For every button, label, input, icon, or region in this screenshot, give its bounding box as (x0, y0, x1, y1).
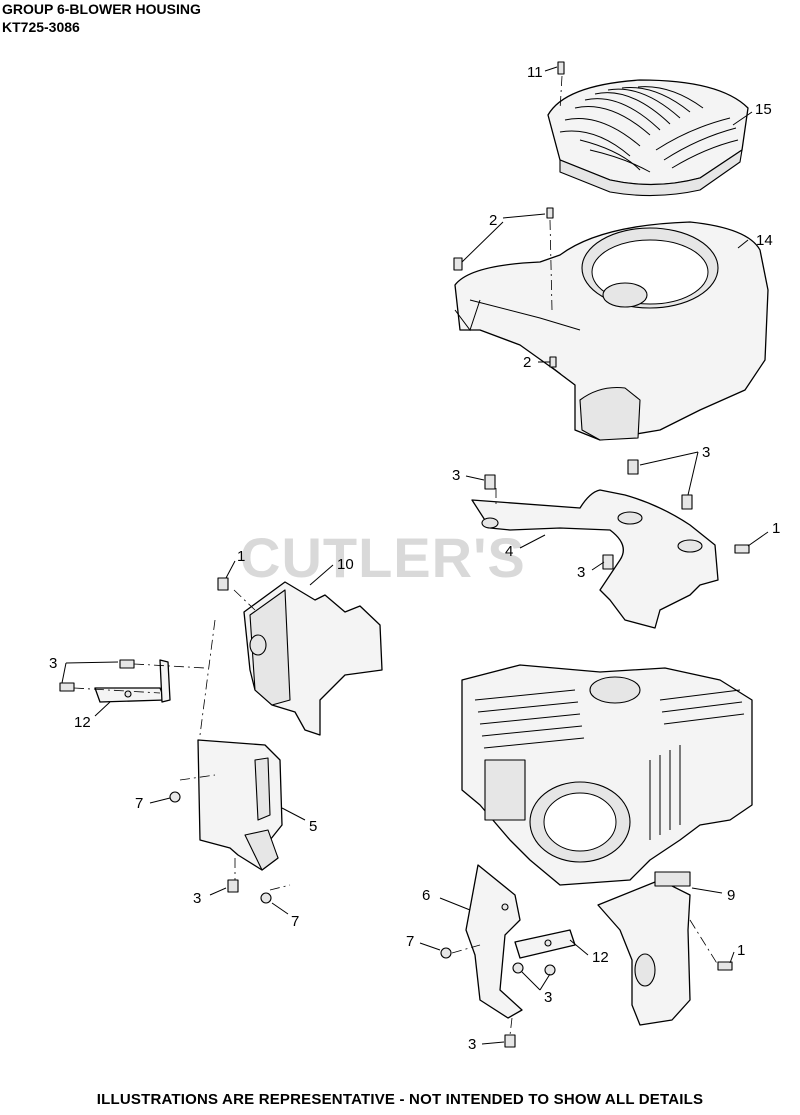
callout-4: 4 (505, 543, 513, 560)
side-shroud-lower (197, 739, 283, 871)
hardware (59, 459, 750, 1048)
blower-grille (547, 61, 749, 197)
callout-3-shroud-lower: 3 (193, 890, 201, 907)
callout-11: 11 (527, 64, 543, 81)
callout-1-bracket: 1 (772, 520, 780, 537)
callout-7-left: 7 (135, 795, 143, 812)
diagram-title: GROUP 6-BLOWER HOUSING (2, 1, 201, 17)
callout-1-shroud: 1 (237, 548, 245, 565)
callout-15: 15 (755, 101, 772, 118)
callout-7-lower: 7 (291, 913, 299, 930)
callout-3-bracket-lower: 3 (577, 564, 585, 581)
callout-12-right: 12 (592, 949, 609, 966)
leader-lines (61, 66, 769, 1045)
callout-9: 9 (727, 887, 735, 904)
disclaimer-footer: ILLUSTRATIONS ARE REPRESENTATIVE - NOT I… (96, 1091, 704, 1108)
model-number: KT725-3086 (2, 19, 80, 35)
callout-14: 14 (756, 232, 773, 249)
callout-10: 10 (337, 556, 354, 573)
callout-12-left: 12 (74, 714, 91, 731)
watermark: CUTLER'S (240, 526, 526, 589)
callout-3-strap: 3 (49, 655, 57, 672)
callout-2-top: 2 (489, 212, 497, 229)
side-shroud-upper (243, 581, 383, 736)
callout-3-bracket-top: 3 (702, 444, 710, 461)
cylinder-baffle-right (597, 871, 691, 1026)
callout-3-baffle: 3 (544, 989, 552, 1006)
callout-3-bracket-left: 3 (452, 467, 460, 484)
callouts: 11 15 2 14 2 3 3 4 1 3 1 10 3 12 7 5 3 7… (49, 64, 780, 1053)
callout-3-bottom: 3 (468, 1036, 476, 1053)
cylinder-baffle-left (465, 864, 523, 1019)
callout-2-lower: 2 (523, 354, 531, 371)
assembly-lines (73, 75, 719, 1036)
callout-5: 5 (309, 818, 317, 835)
strap-bracket-right (514, 929, 576, 959)
callout-7-right: 7 (406, 933, 414, 950)
blower-housing (453, 207, 769, 441)
strap-bracket-left (94, 659, 171, 703)
mounting-bracket (471, 489, 719, 629)
engine-block (461, 664, 753, 886)
callout-1-baffle: 1 (737, 942, 745, 959)
callout-6: 6 (422, 887, 430, 904)
